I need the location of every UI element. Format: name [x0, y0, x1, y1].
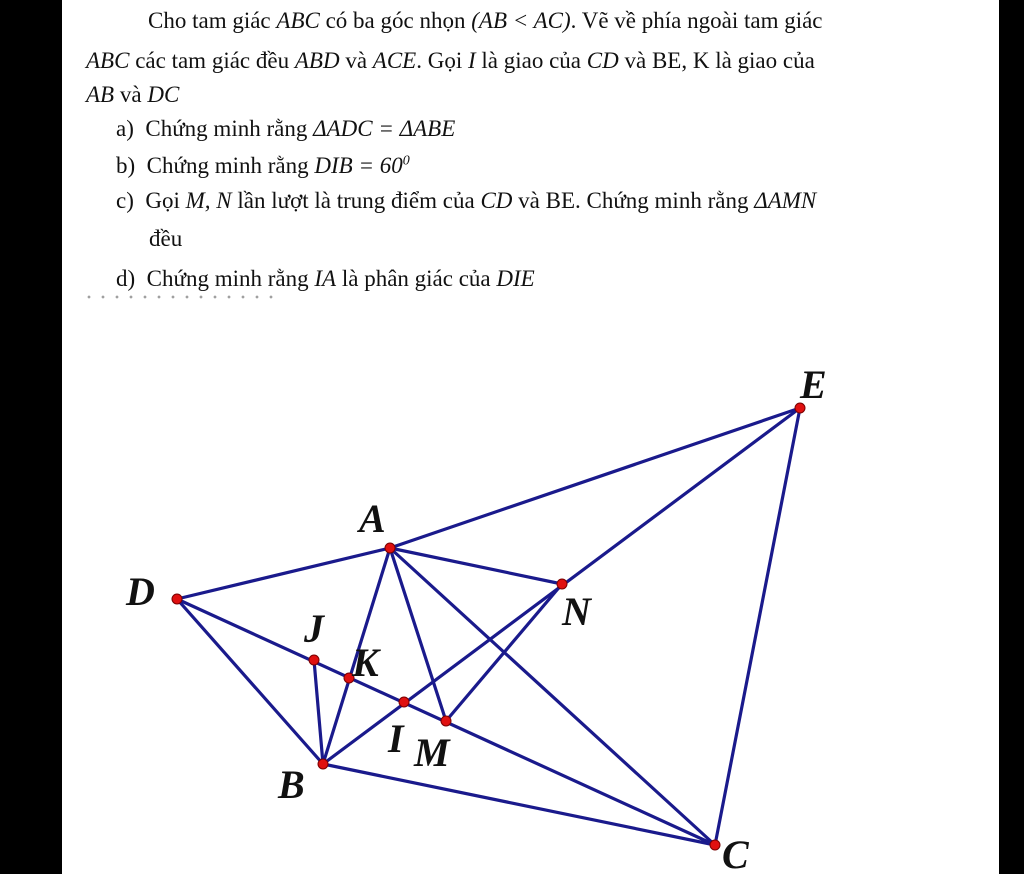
- figure-segments: [175, 406, 802, 847]
- item-c-continuation: đều: [149, 226, 183, 251]
- intro-line-3: AB và DC: [86, 82, 180, 107]
- segment-DA: [175, 546, 392, 601]
- intro-line-2: ABC các tam giác đều ABD và ACE. Gọi I l…: [86, 48, 815, 73]
- point-K: [343, 672, 355, 684]
- cropped-text-line: [82, 292, 282, 302]
- point-B: [317, 758, 329, 770]
- point-C: [709, 839, 721, 851]
- label-M: M: [413, 730, 451, 775]
- point-N: [556, 578, 568, 590]
- point-J: [308, 654, 320, 666]
- point-D: [171, 593, 183, 605]
- segment-BC: [321, 762, 717, 847]
- label-E: E: [799, 362, 827, 407]
- segment-AE: [388, 406, 802, 550]
- label-N: N: [561, 589, 593, 634]
- label-D: D: [125, 569, 155, 614]
- item-b: b) Chứng minh rằng DIB = 600: [116, 153, 410, 178]
- segment-AC: [388, 546, 717, 847]
- item-c: c) Gọi M, N lần lượt là trung điểm của C…: [116, 188, 817, 213]
- label-K: K: [351, 640, 381, 685]
- document-page: Cho tam giác ABC có ba góc nhọn (AB < AC…: [62, 0, 999, 874]
- label-B: B: [277, 762, 305, 807]
- segment-AM: [388, 546, 448, 723]
- point-A: [384, 542, 396, 554]
- segment-MN: [444, 582, 564, 723]
- figure-points: [171, 402, 806, 851]
- segment-JB: [312, 658, 325, 766]
- label-I: I: [387, 716, 405, 761]
- point-E: [794, 402, 806, 414]
- segment-AB: [321, 546, 392, 766]
- item-a: a) Chứng minh rằng ΔADC = ΔABE: [116, 116, 456, 141]
- point-M: [440, 715, 452, 727]
- label-J: J: [303, 606, 326, 651]
- segment-DB: [175, 597, 325, 766]
- intro-line-1: Cho tam giác ABC có ba góc nhọn (AB < AC…: [148, 8, 823, 33]
- label-C: C: [722, 832, 750, 874]
- item-d: d) Chứng minh rằng IA là phân giác của D…: [116, 266, 535, 291]
- segment-EC: [713, 406, 802, 847]
- geometry-figure: E A D J K N I M B C: [125, 362, 827, 874]
- point-I: [398, 696, 410, 708]
- segment-AN: [388, 546, 564, 586]
- label-A: A: [356, 496, 386, 541]
